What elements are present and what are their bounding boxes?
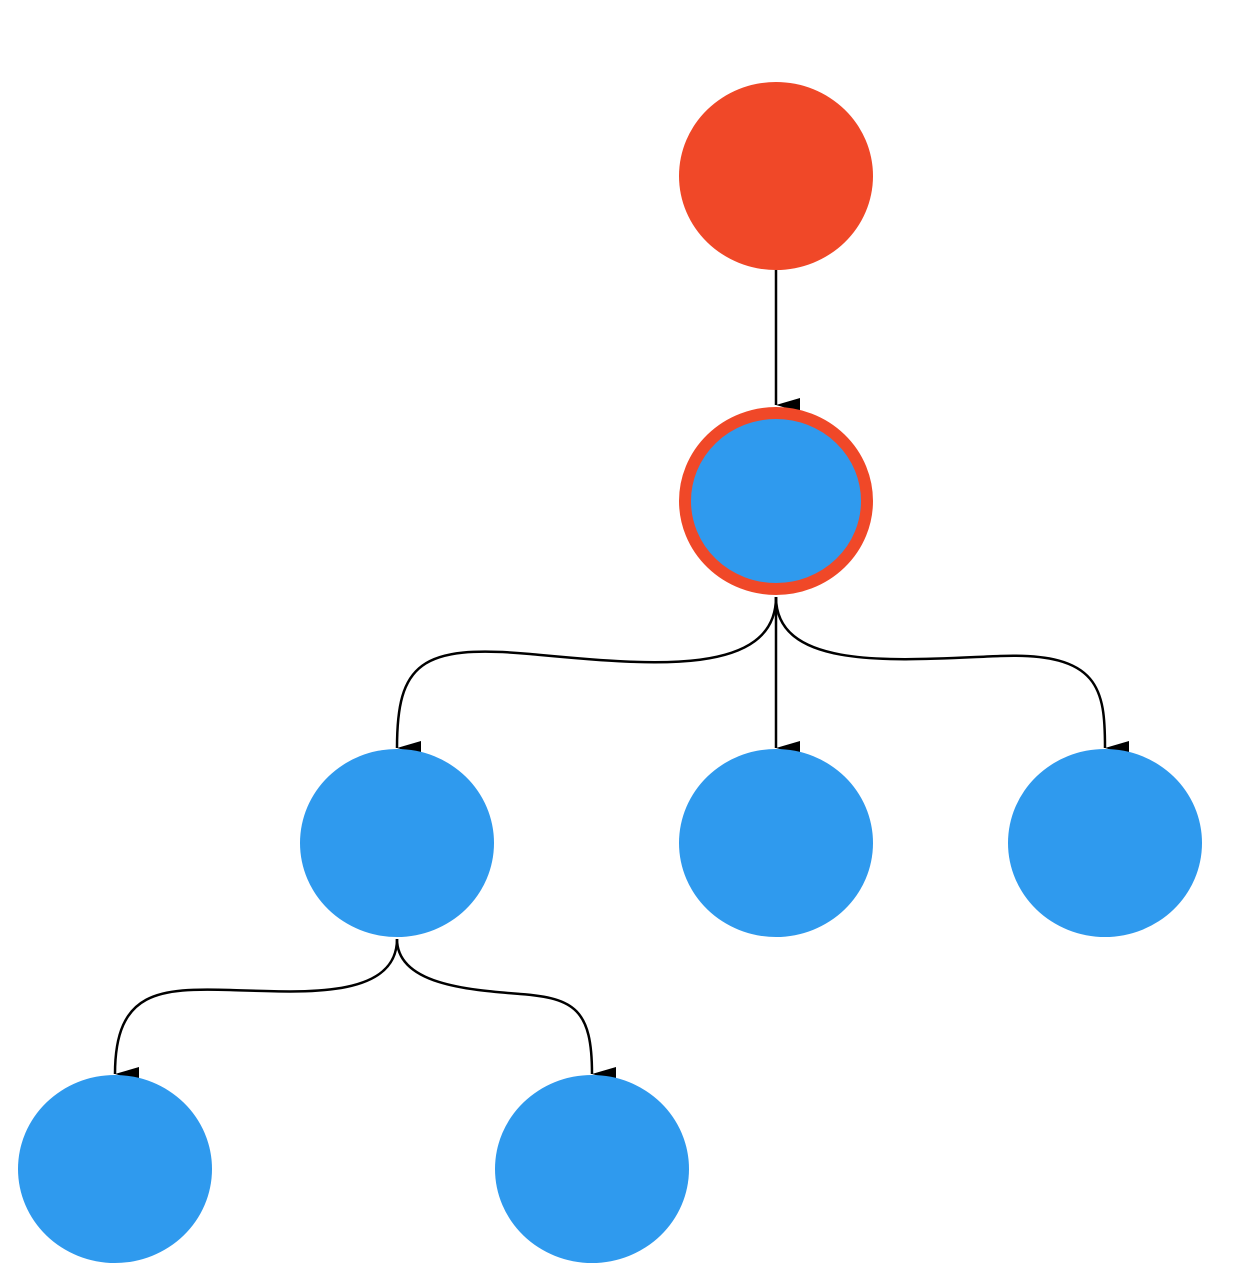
tree-node-n2 — [300, 749, 494, 937]
edge-n2-to-n5 — [113, 938, 399, 1082]
edges-layer — [113, 270, 1130, 1082]
edge-n1-to-n2 — [395, 596, 778, 756]
tree-node-n3 — [679, 749, 873, 937]
tree-node-n5 — [18, 1075, 212, 1263]
edge-n2-to-n6 — [395, 938, 617, 1081]
nodes-layer — [18, 82, 1202, 1263]
tree-node-n4 — [1008, 749, 1202, 937]
edge-n1-to-n4 — [774, 596, 1130, 755]
tree-node-n1-highlighted — [679, 407, 873, 595]
tree-node-n6 — [495, 1075, 689, 1263]
tree-node-root — [679, 82, 873, 270]
